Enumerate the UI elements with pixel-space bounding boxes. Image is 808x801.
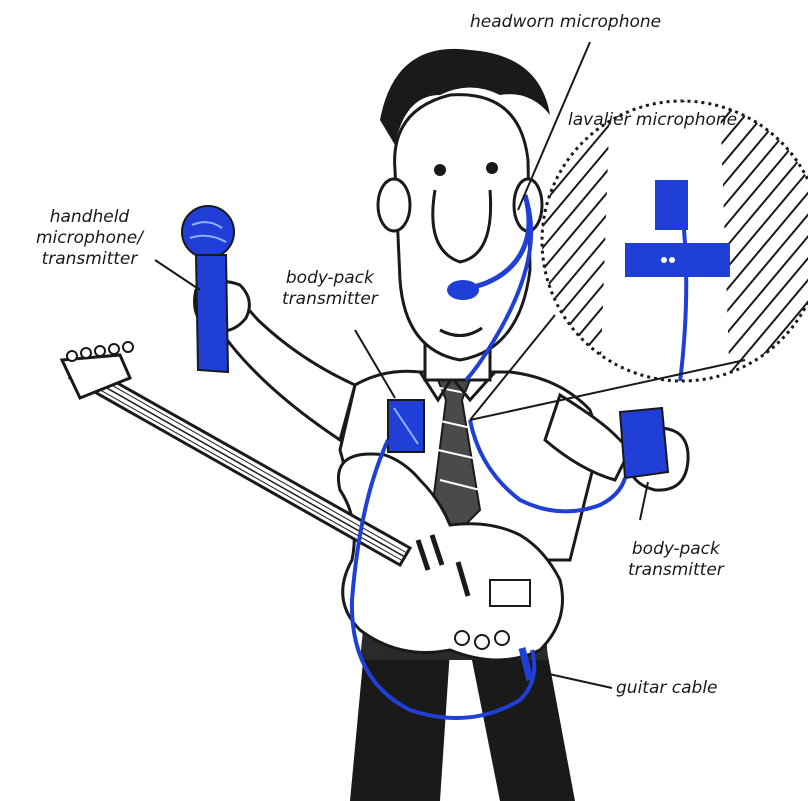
label-line: microphone/ xyxy=(36,228,143,249)
head xyxy=(378,49,550,380)
label-line: transmitter xyxy=(36,249,143,270)
label-bodypack-transmitter-left: body-pack transmitter xyxy=(282,268,378,310)
label-line: transmitter xyxy=(628,560,724,581)
label-guitar-cable: guitar cable xyxy=(616,678,718,699)
label-headworn-microphone: headworn microphone xyxy=(470,12,661,33)
label-bodypack-transmitter-right: body-pack transmitter xyxy=(628,539,724,581)
label-handheld-transmitter: handheld microphone/ transmitter xyxy=(36,207,143,270)
label-line: body-pack xyxy=(628,539,724,560)
bodypack-transmitter-right xyxy=(620,408,668,478)
label-line: body-pack xyxy=(282,268,378,289)
handheld-microphone xyxy=(182,206,234,372)
label-line: transmitter xyxy=(282,289,378,310)
label-lavalier-microphone: lavalier microphone xyxy=(568,110,737,131)
bodypack-transmitter-left xyxy=(388,400,424,452)
label-line: handheld xyxy=(36,207,143,228)
